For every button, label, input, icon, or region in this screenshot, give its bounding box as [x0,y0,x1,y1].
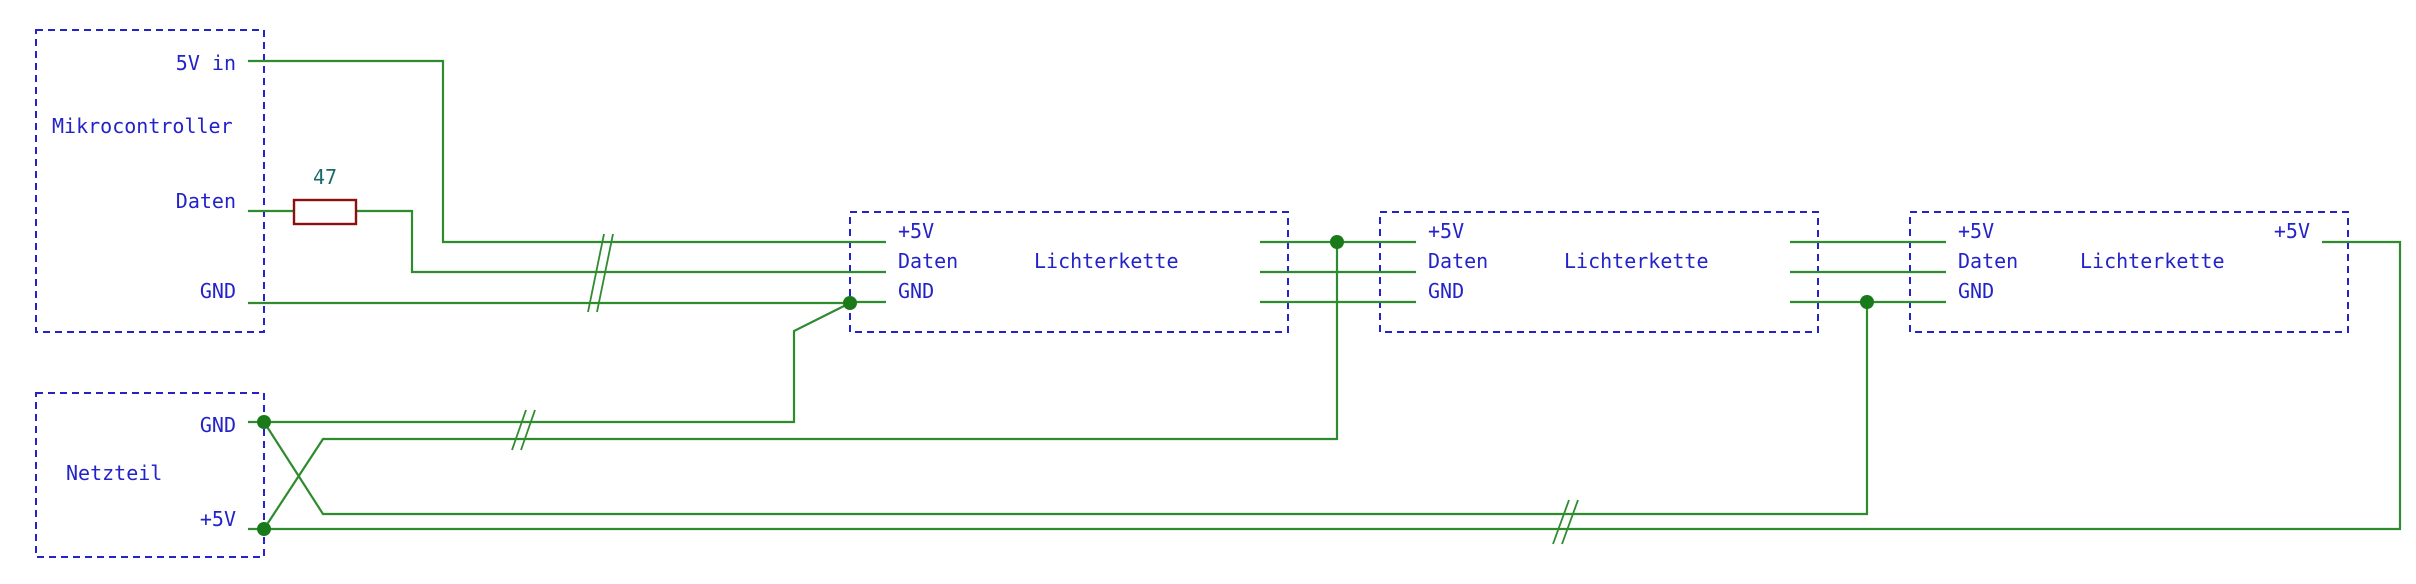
string3-pin-vcc: +5V [1958,219,1994,243]
power-supply-box [35,392,265,558]
string3-title: Lichterkette [2080,249,2225,273]
bus-break-marks [511,233,1579,545]
junction-dots [257,235,1874,536]
wire-psu-gnd-to-string1-gnd [264,302,851,424]
resistor-value: 47 [313,165,337,189]
string1-pin-data: Daten [898,249,958,273]
string3-pin-gnd: GND [1958,279,1994,303]
psu-pin-gnd: GND [200,413,236,437]
string1-pin-vcc: +5V [898,219,934,243]
psu-title: Netzteil [66,461,162,485]
string1-title: Lichterkette [1034,249,1179,273]
string2-pin-data: Daten [1428,249,1488,273]
mcu-pin-gnd: GND [200,279,236,303]
mcu-pin-data: Daten [176,189,236,213]
mcu-title: Mikrocontroller [52,114,233,138]
wire-psu-gnd-to-string3-gnd [263,302,1869,516]
wire-5v-in-to-string1 [264,59,850,244]
wire-psu-5v-to-string2-5v [263,242,1339,530]
string3-pin-vcc-out: +5V [2274,219,2310,243]
wire-bridge-2-3 [1826,240,1910,304]
microcontroller-box [35,29,265,333]
pin-stubs [248,59,2348,531]
wire-psu-5v-to-string3-5v-out [264,240,2402,531]
mcu-pin-5v-in: 5V in [176,51,236,75]
wire-resistor-to-string1-data [356,209,850,274]
resistor [292,198,358,226]
psu-pin-vcc: +5V [200,507,236,531]
string2-title: Lichterkette [1564,249,1709,273]
string2-pin-gnd: GND [1428,279,1464,303]
string2-pin-vcc: +5V [1428,219,1464,243]
string1-pin-gnd: GND [898,279,934,303]
string3-pin-data: Daten [1958,249,2018,273]
